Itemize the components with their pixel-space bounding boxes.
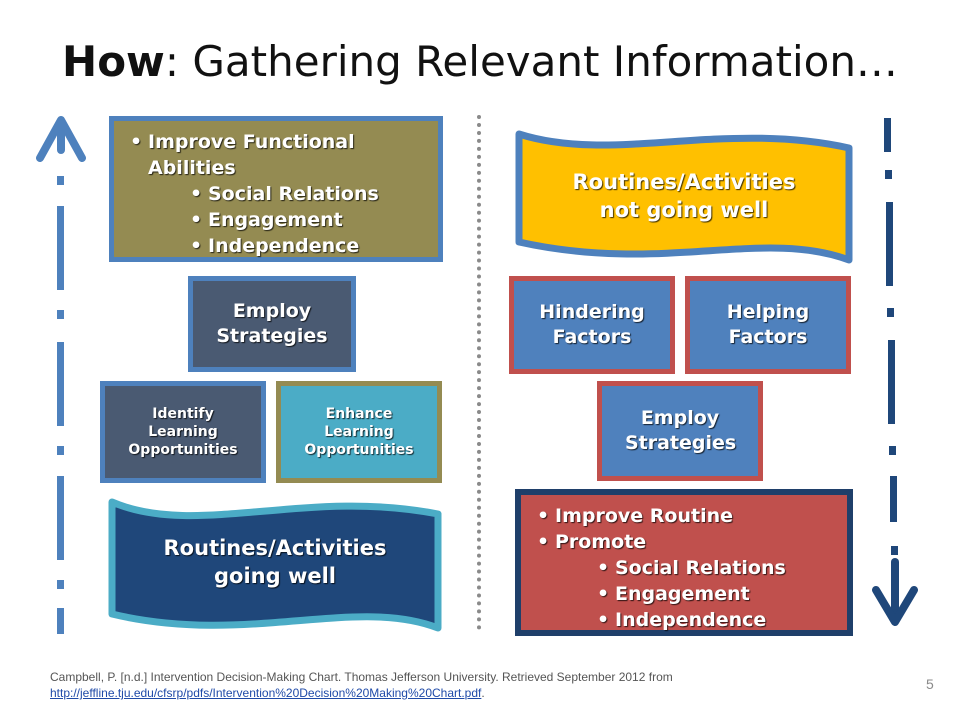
- bullet-item: Independence: [531, 607, 837, 633]
- bullet-item: Social Relations: [531, 555, 837, 581]
- bullet-item: Improve Routine: [531, 503, 837, 529]
- center-divider: [477, 115, 481, 630]
- routines-not-going-well-banner: Routines/Activities not going well: [513, 124, 855, 268]
- left-outcome-box: Improve Functional AbilitiesSocial Relat…: [109, 116, 443, 262]
- hindering-factors-box: Hindering Factors: [509, 276, 675, 374]
- bullet-item: Engagement: [124, 207, 428, 233]
- citation-link[interactable]: http://jeffline.tju.edu/cfsrp/pdfs/Inter…: [50, 686, 482, 700]
- banner-wave-shape: [515, 130, 853, 264]
- routines-not-going-well-label: Routines/Activities not going well: [572, 170, 796, 222]
- bullet-item: Promote: [531, 529, 837, 555]
- bullet-item: Engagement: [531, 581, 837, 607]
- banner-wave-shape: [108, 498, 442, 632]
- helping-factors-label: Helping Factors: [726, 301, 810, 348]
- title-rest: : Gathering Relevant Information…: [164, 37, 898, 86]
- title-emphasis: How: [62, 37, 165, 86]
- slide-title: How: Gathering Relevant Information…: [0, 34, 960, 90]
- bullet-item: Independence: [124, 233, 428, 259]
- enhance-learning-box: Enhance Learning Opportunities: [276, 381, 442, 483]
- bullet-item: Social Relations: [124, 181, 428, 207]
- left-employ-strategies-label: Employ Strategies: [216, 300, 328, 347]
- citation: Campbell, P. [n.d.] Intervention Decisio…: [50, 669, 850, 701]
- right-employ-strategies-box: Employ Strategies: [597, 381, 763, 481]
- right-outcome-list: Improve RoutinePromoteSocial RelationsEn…: [531, 503, 837, 633]
- right-outcome-box: Improve RoutinePromoteSocial RelationsEn…: [515, 489, 853, 636]
- left-employ-strategies-box: Employ Strategies: [188, 276, 356, 372]
- identify-learning-label: Identify Learning Opportunities: [128, 406, 238, 458]
- page-number: 5: [926, 676, 934, 692]
- routines-going-well-banner: Routines/Activities going well: [106, 494, 444, 636]
- right-employ-strategies-label: Employ Strategies: [625, 407, 737, 454]
- citation-text: Campbell, P. [n.d.] Intervention Decisio…: [50, 670, 673, 684]
- citation-period: .: [481, 686, 485, 700]
- left-outcome-list: Improve Functional AbilitiesSocial Relat…: [124, 129, 428, 259]
- identify-learning-box: Identify Learning Opportunities: [100, 381, 266, 483]
- bullet-item: Improve Functional Abilities: [124, 129, 428, 181]
- helping-factors-box: Helping Factors: [685, 276, 851, 374]
- left-up-arrow-icon: [36, 116, 86, 634]
- enhance-learning-label: Enhance Learning Opportunities: [304, 406, 414, 458]
- routines-going-well-label: Routines/Activities going well: [163, 536, 387, 588]
- hindering-factors-label: Hindering Factors: [539, 301, 645, 348]
- right-down-arrow-icon: [872, 118, 918, 626]
